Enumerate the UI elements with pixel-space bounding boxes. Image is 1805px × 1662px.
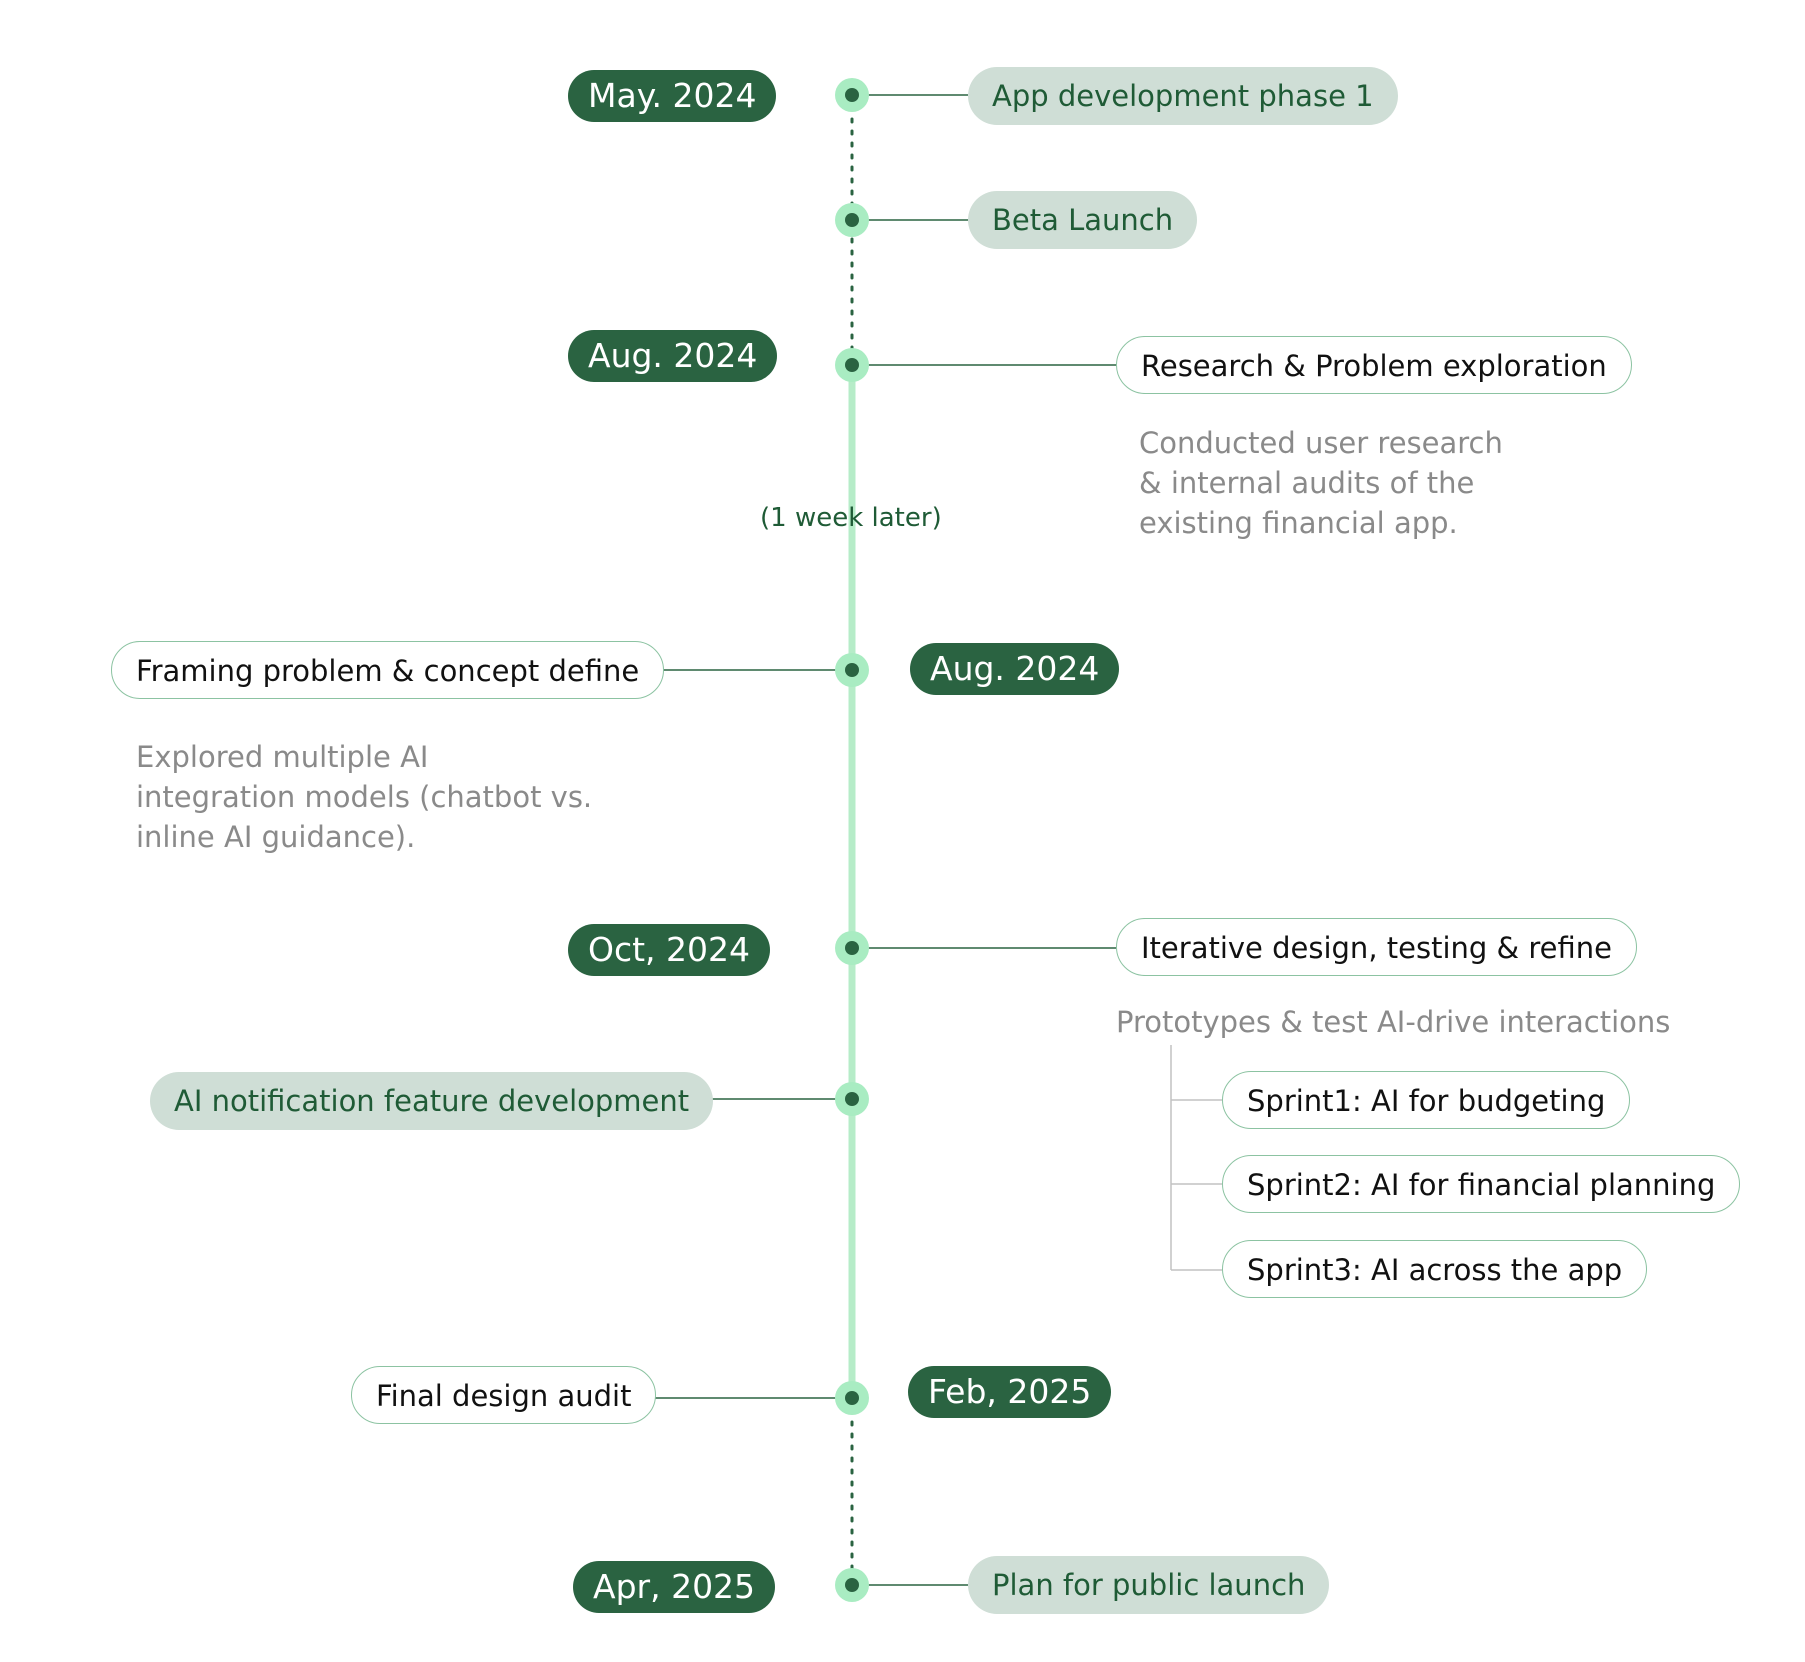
milestone-beta-launch: Beta Launch: [968, 191, 1198, 249]
milestone-iterative: Iterative design, testing & refine: [1116, 918, 1637, 976]
sprint-bracket: [1170, 1045, 1222, 1271]
note-line: inline AI guidance).: [136, 820, 416, 854]
date-aug-2024-top: Aug. 2024: [568, 330, 778, 382]
timeline-node: [835, 1082, 869, 1116]
sprint-item-2: Sprint2: AI for financial planning: [1222, 1155, 1741, 1213]
note-line: integration models (chatbot vs.: [136, 780, 593, 814]
note-line: existing financial app.: [1139, 506, 1458, 540]
milestone-app-development: App development phase 1: [968, 67, 1398, 125]
note-line: Conducted user research: [1139, 426, 1503, 460]
timeline-node: [835, 203, 869, 237]
timeline-node: [835, 1381, 869, 1415]
timeline-node: [835, 931, 869, 965]
week-later-label: (1 week later): [760, 503, 942, 533]
timeline-node: [835, 653, 869, 687]
date-apr-2025: Apr, 2025: [573, 1561, 776, 1613]
milestone-framing: Framing problem & concept define: [111, 641, 665, 699]
milestone-ai-notification: AI notification feature development: [150, 1072, 714, 1130]
milestone-public-launch: Plan for public launch: [968, 1556, 1330, 1614]
sprint-item-3: Sprint3: AI across the app: [1222, 1240, 1648, 1298]
note-line: & internal audits of the: [1139, 466, 1475, 500]
timeline-node: [835, 348, 869, 382]
sprint-item-1: Sprint1: AI for budgeting: [1222, 1071, 1631, 1129]
date-feb-2025: Feb, 2025: [908, 1366, 1112, 1418]
date-oct-2024: Oct, 2024: [568, 924, 771, 976]
note-iterative: Prototypes & test AI-drive interactions: [1116, 1005, 1671, 1039]
note-framing: Explored multiple AI integration models …: [136, 737, 592, 857]
milestone-research: Research & Problem exploration: [1116, 336, 1632, 394]
milestone-final-audit: Final design audit: [351, 1366, 657, 1424]
timeline-node: [835, 78, 869, 112]
note-line: Explored multiple AI: [136, 740, 429, 774]
date-aug-2024-right: Aug. 2024: [910, 643, 1120, 695]
note-research: Conducted user research & internal audit…: [1139, 423, 1503, 543]
date-may-2024: May. 2024: [568, 70, 777, 122]
timeline-node: [835, 1568, 869, 1602]
